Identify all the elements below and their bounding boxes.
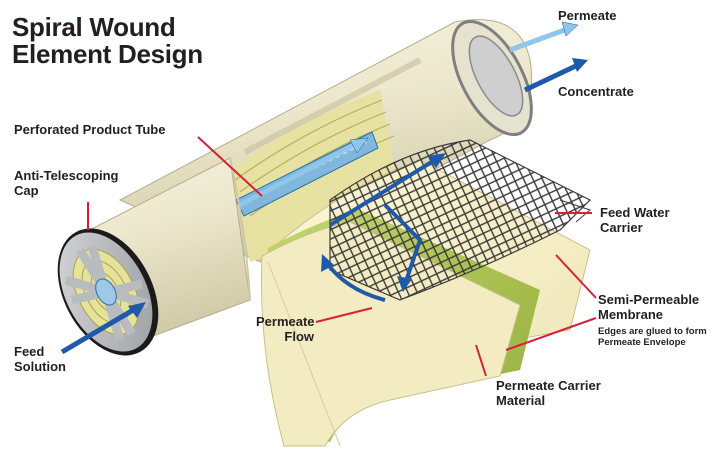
label-permeate-carrier-material: Permeate Carrier Material	[496, 378, 601, 408]
membrane-line-2: Membrane	[598, 307, 664, 322]
feed-water-carrier-mesh	[329, 139, 592, 301]
label-semi-permeable-membrane: Semi-Permeable Membrane	[598, 292, 699, 322]
anti-telescoping-cap	[57, 228, 159, 356]
leader-lines	[87, 136, 597, 377]
label-feed-water-carrier: Feed Water Carrier	[600, 205, 670, 235]
diagram-title: Spiral Wound Element Design	[12, 14, 203, 68]
anti-telescoping-line-2: Cap	[14, 183, 39, 198]
flow-arrows	[60, 21, 588, 355]
membrane-line-1: Semi-Permeable	[598, 292, 700, 307]
feed-water-line-1: Feed Water	[600, 205, 670, 220]
membrane-note-line-1: Edges are glued to form	[598, 326, 707, 337]
permeate-flow-line-1: Permeate	[256, 314, 315, 329]
label-membrane-note: Edges are glued to form Permeate Envelop…	[598, 326, 707, 348]
permeate-carrier-line-1: Permeate Carrier	[496, 378, 601, 393]
label-concentrate: Concentrate	[558, 84, 634, 99]
permeate-flow-line-2: Flow	[284, 329, 314, 344]
feed-solution-line-1: Feed	[14, 344, 45, 359]
permeate-carrier-line-2: Material	[496, 393, 546, 408]
feed-solution-line-2: Solution	[14, 359, 66, 374]
label-permeate: Permeate	[558, 8, 617, 23]
feed-water-line-2: Carrier	[600, 220, 643, 235]
label-permeate-flow: Permeate Flow	[256, 314, 315, 344]
label-feed-solution: Feed Solution	[14, 344, 66, 374]
membrane-note-line-2: Permeate Envelope	[598, 337, 686, 348]
label-perforated-product-tube: Perforated Product Tube	[14, 122, 166, 137]
title-line-1: Spiral Wound	[12, 12, 176, 42]
anti-telescoping-line-1: Anti-Telescoping	[14, 168, 119, 183]
label-anti-telescoping-cap: Anti-Telescoping Cap	[14, 168, 118, 198]
title-line-2: Element Design	[12, 39, 203, 69]
